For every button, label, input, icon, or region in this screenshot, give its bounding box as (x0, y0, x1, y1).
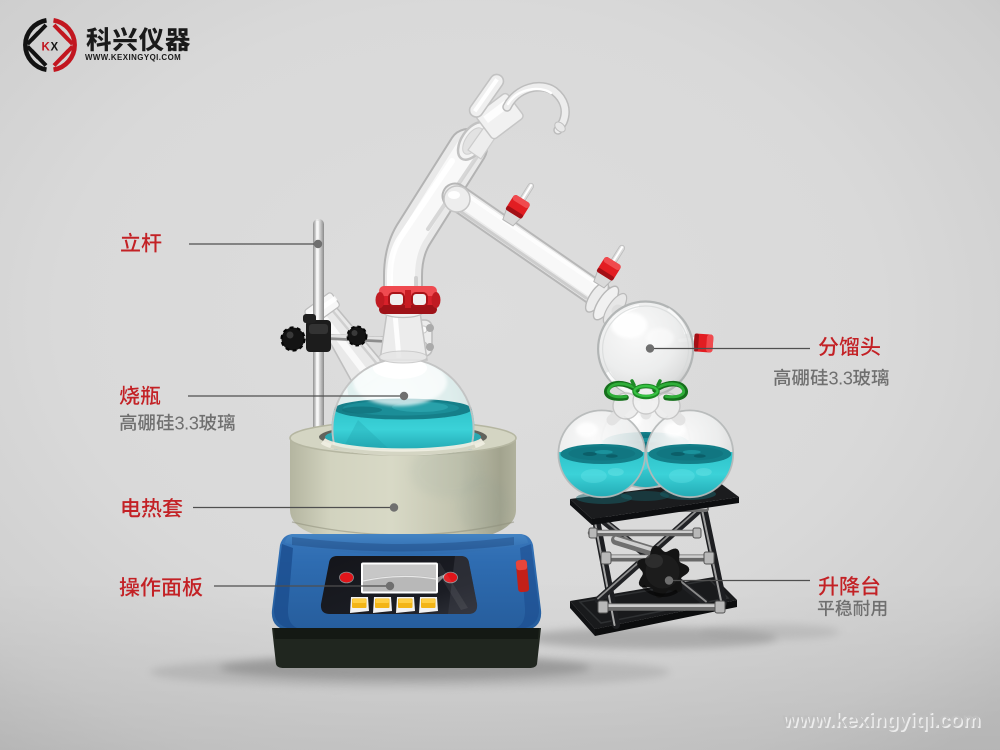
svg-text:X: X (51, 42, 59, 54)
svg-text:K: K (42, 42, 51, 54)
svg-text:3: 3 (189, 413, 199, 433)
svg-text:.: . (184, 413, 189, 433)
svg-text:WWW.KEXINGYQI.COM: WWW.KEXINGYQI.COM (85, 53, 181, 62)
svg-text:.: . (838, 368, 843, 388)
svg-text:www.kexingyiqi.com: www.kexingyiqi.com (783, 711, 982, 733)
svg-text:3: 3 (175, 413, 185, 433)
svg-text:www.kexingyiqi.com: www.kexingyiqi.com (782, 710, 981, 732)
svg-text:3: 3 (829, 368, 839, 388)
svg-text:3: 3 (843, 368, 853, 388)
